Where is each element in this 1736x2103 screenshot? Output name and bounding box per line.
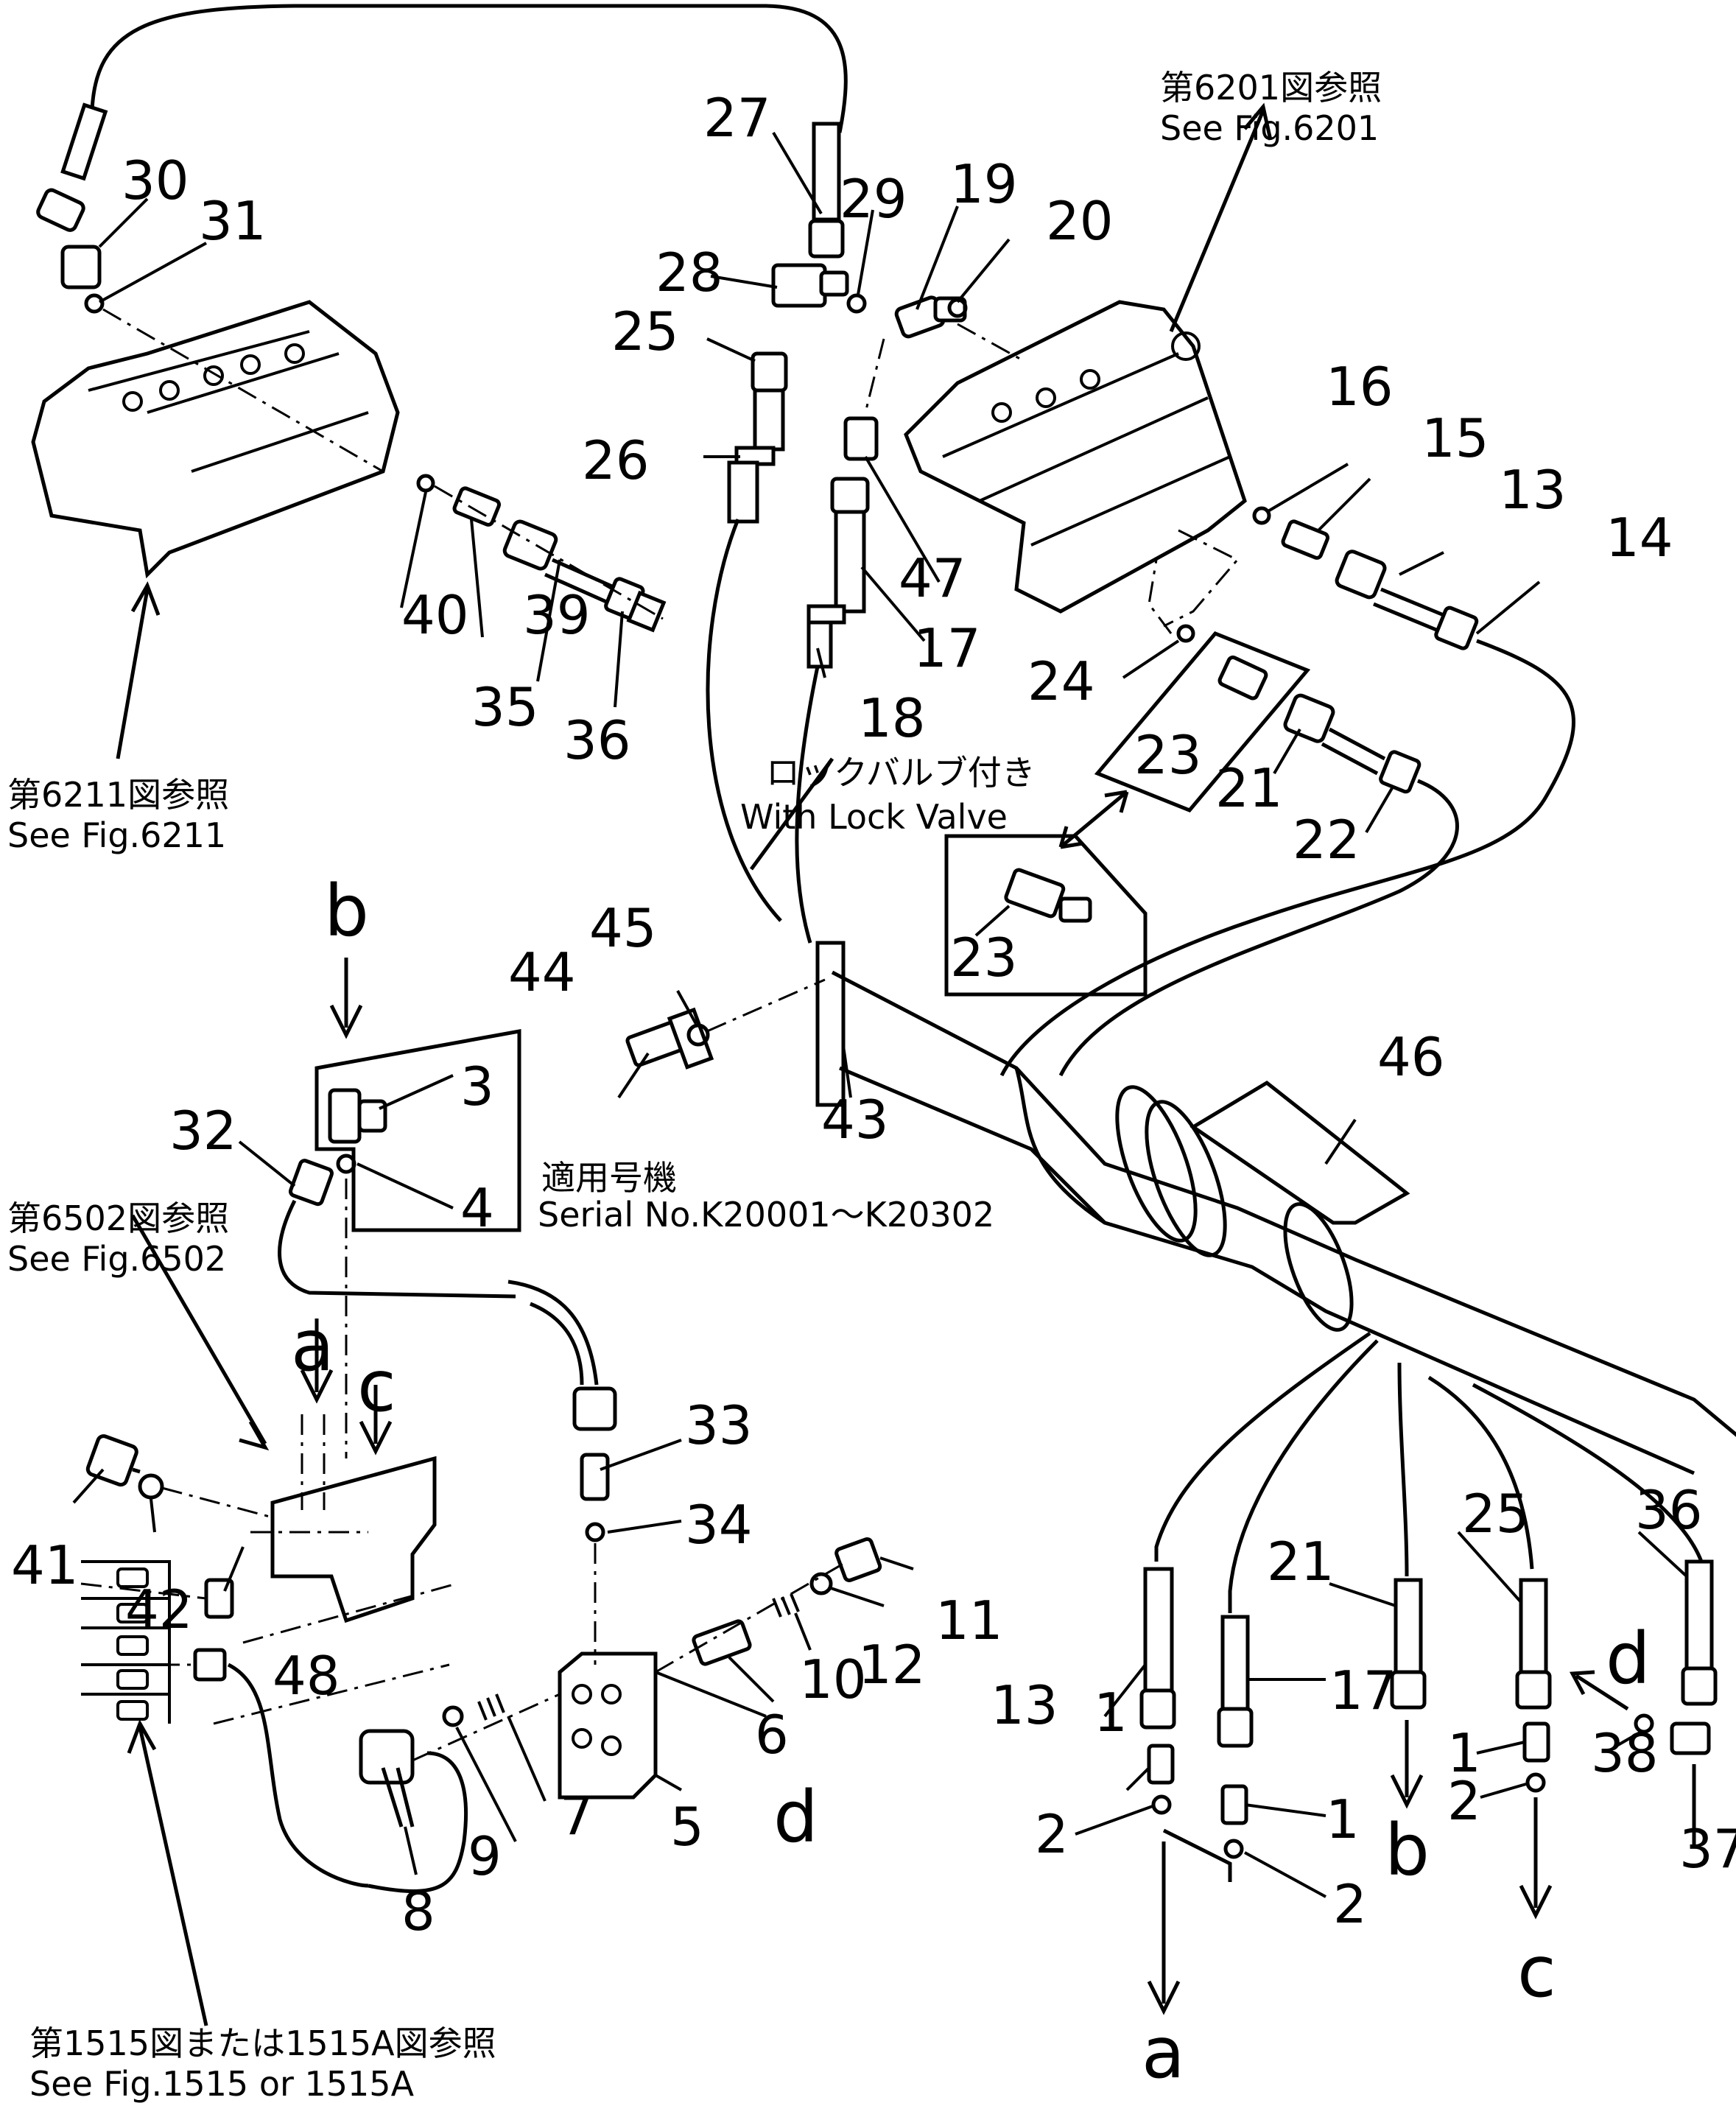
part-label: 38 <box>1591 1722 1659 1784</box>
part-label: 25 <box>1462 1483 1530 1545</box>
hose-loop-top <box>90 4 848 133</box>
part-label: 1 <box>1326 1788 1360 1850</box>
part-label: 36 <box>1635 1479 1703 1541</box>
connection-letter: b <box>1385 1809 1430 1892</box>
control-valve-left <box>31 300 400 579</box>
part-label: 22 <box>1293 809 1360 871</box>
part-label: 25 <box>611 301 679 362</box>
fig6201-note-jp: 第6201図参照 <box>1160 68 1382 108</box>
part-label: 12 <box>858 1634 926 1696</box>
part-label: 23 <box>950 927 1018 989</box>
part-label: 47 <box>899 547 966 609</box>
connection-letter: c <box>357 1345 396 1428</box>
serial-inset <box>314 1029 521 1232</box>
part-label: 42 <box>125 1579 193 1640</box>
part-label: 39 <box>523 584 591 646</box>
part-label: 45 <box>589 897 657 959</box>
part-label: 1 <box>1094 1682 1128 1744</box>
part-label: 37 <box>1679 1818 1736 1880</box>
part-label: 11 <box>935 1590 1003 1651</box>
part-label: 18 <box>858 687 926 749</box>
part-label: 16 <box>1326 356 1394 418</box>
part-label: 7 <box>560 1785 594 1847</box>
relay-stack <box>81 1560 171 1724</box>
part-label: 14 <box>1606 507 1673 569</box>
part-label: 33 <box>685 1394 753 1456</box>
part-label: 35 <box>471 676 539 738</box>
part-label: 19 <box>950 153 1018 215</box>
tag-46 <box>1189 1080 1410 1225</box>
reference-notes: 第6201図参照 See Fig.6201 第6211図参照 See Fig.6… <box>7 68 1382 2103</box>
part-label: 43 <box>821 1089 889 1151</box>
connection-letter: a <box>1142 2012 1185 2094</box>
part-label: 4 <box>460 1177 494 1239</box>
part-label: 30 <box>122 150 189 211</box>
fig1515-note-jp: 第1515図または1515A図参照 <box>29 2023 496 2063</box>
lock-valve-inset-top <box>1094 631 1311 812</box>
part-labels: 1 1 1 2 2 2 3 4 5 6 7 8 9 10 11 12 13 13… <box>11 87 1736 1942</box>
part-label: 29 <box>840 168 907 230</box>
valve-6502 <box>213 1414 457 1725</box>
connection-letter: c <box>1517 1931 1556 2013</box>
part-label: 13 <box>1499 459 1567 521</box>
part-label: 34 <box>685 1494 753 1556</box>
part-label: 1 <box>1447 1722 1481 1784</box>
fig6201-note-en: See Fig.6201 <box>1160 108 1379 148</box>
part-label: 6 <box>755 1704 789 1766</box>
fig6211-note-en: See Fig.6211 <box>7 815 226 855</box>
connection-letters: a a b b c c d d <box>291 870 1651 2094</box>
part-label: 10 <box>799 1649 867 1710</box>
part-label: 17 <box>913 617 981 679</box>
part-label: 15 <box>1422 407 1489 469</box>
part-label: 21 <box>1267 1531 1335 1593</box>
lock-valve-inset-bottom <box>944 834 1148 997</box>
part-label: 28 <box>656 242 723 303</box>
fig6502-note-en: See Fig.6502 <box>7 1239 226 1279</box>
part-label: 20 <box>1046 190 1114 252</box>
part-label: 3 <box>460 1056 494 1117</box>
part-label: 44 <box>508 941 576 1003</box>
part-label: 36 <box>563 709 631 771</box>
part-label: 2 <box>1035 1803 1069 1865</box>
part-label: 41 <box>11 1534 79 1596</box>
serial-note-en: Serial No.K20001～K20302 <box>538 1195 994 1235</box>
connection-letter: b <box>324 870 369 952</box>
part-label: 32 <box>169 1100 237 1162</box>
serial-note-jp: 適用号機 <box>541 1158 677 1198</box>
part-label: 2 <box>1447 1770 1481 1832</box>
part-label: 13 <box>991 1674 1058 1736</box>
fig1515-note-en: See Fig.1515 or 1515A <box>29 2064 415 2103</box>
part-label: 24 <box>1027 650 1095 712</box>
part-label: 46 <box>1377 1026 1445 1088</box>
part-label: 26 <box>582 429 650 491</box>
valve-block-5 <box>558 1651 658 1800</box>
part-label: 23 <box>1134 724 1202 786</box>
part-label: 48 <box>273 1645 340 1707</box>
connection-letter: d <box>1606 1618 1651 1700</box>
connection-letter: d <box>773 1776 818 1858</box>
part-label: 8 <box>401 1881 435 1942</box>
diagram-drawing <box>31 4 1736 2026</box>
part-label: 31 <box>199 190 267 252</box>
part-label: 5 <box>670 1796 704 1858</box>
lock-valve-note-jp: ロックバルブ付き <box>766 753 1036 793</box>
part-label: 17 <box>1329 1660 1397 1721</box>
connection-letter: a <box>291 1305 334 1387</box>
fig6211-note-jp: 第6211図参照 <box>7 775 229 815</box>
leader-lines <box>72 131 1688 1898</box>
part-label: 9 <box>468 1825 502 1887</box>
control-valve-right <box>904 300 1247 614</box>
part-label: 27 <box>703 87 771 149</box>
part-label: 40 <box>401 584 469 646</box>
part-label: 21 <box>1215 757 1283 819</box>
lock-valve-note-en: With Lock Valve <box>740 797 1008 837</box>
part-label: 2 <box>1333 1873 1367 1935</box>
fig6502-note-jp: 第6502図参照 <box>7 1198 229 1238</box>
inset-double-arrow <box>1059 790 1128 849</box>
